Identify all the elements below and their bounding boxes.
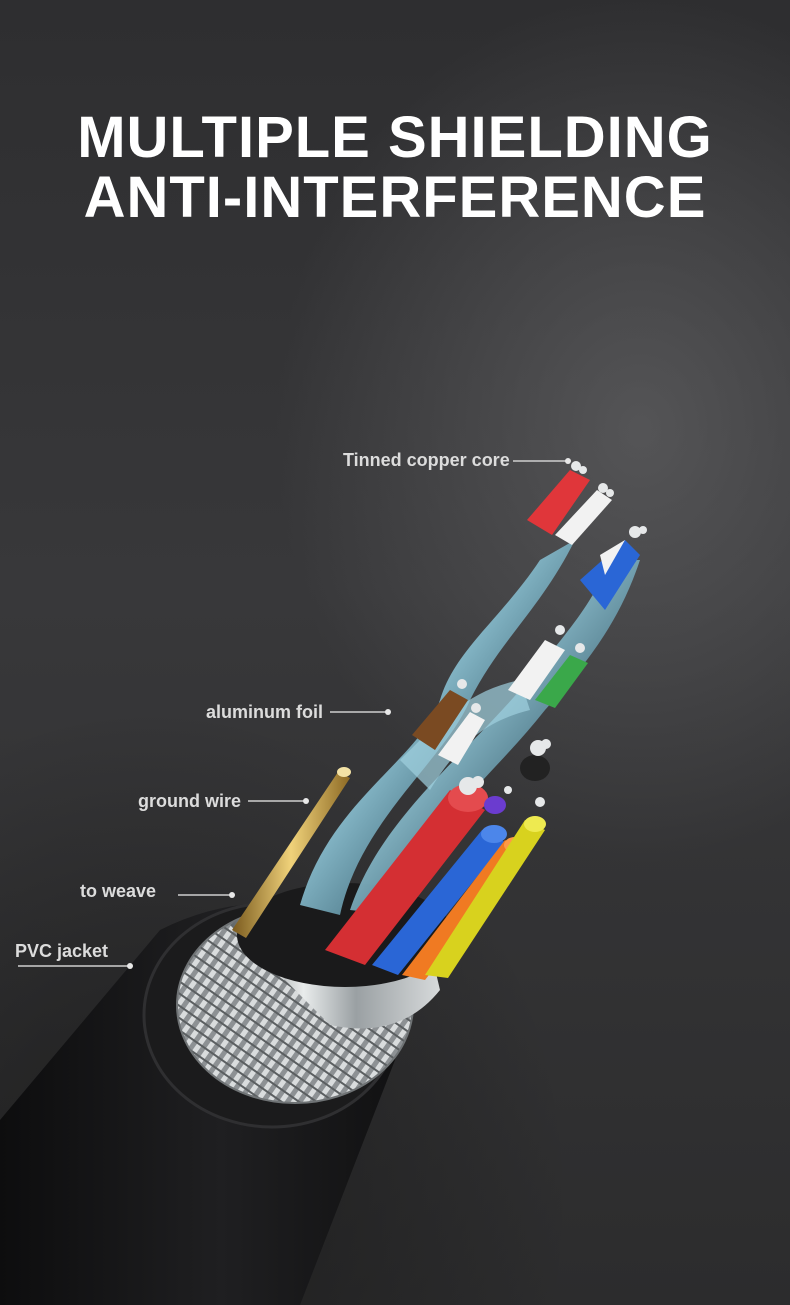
label-pvc-jacket: PVC jacket [15, 941, 109, 961]
label-aluminum-foil: aluminum foil [206, 702, 323, 722]
label-tinned-copper-core: Tinned copper core [343, 450, 510, 470]
headline-line-1: MULTIPLE SHIELDING [77, 105, 713, 170]
headline: MULTIPLE SHIELDING ANTI-INTERFERENCE [0, 108, 790, 228]
label-ground-wire: ground wire [138, 791, 241, 811]
callout-leaders [18, 458, 571, 969]
ground-wire [232, 767, 351, 938]
tinned-copper-strands [457, 461, 647, 807]
headline-line-2: ANTI-INTERFERENCE [83, 165, 707, 230]
colored-wires [325, 755, 550, 980]
label-to-weave: to weave [80, 881, 157, 901]
pair-wires [412, 470, 640, 765]
